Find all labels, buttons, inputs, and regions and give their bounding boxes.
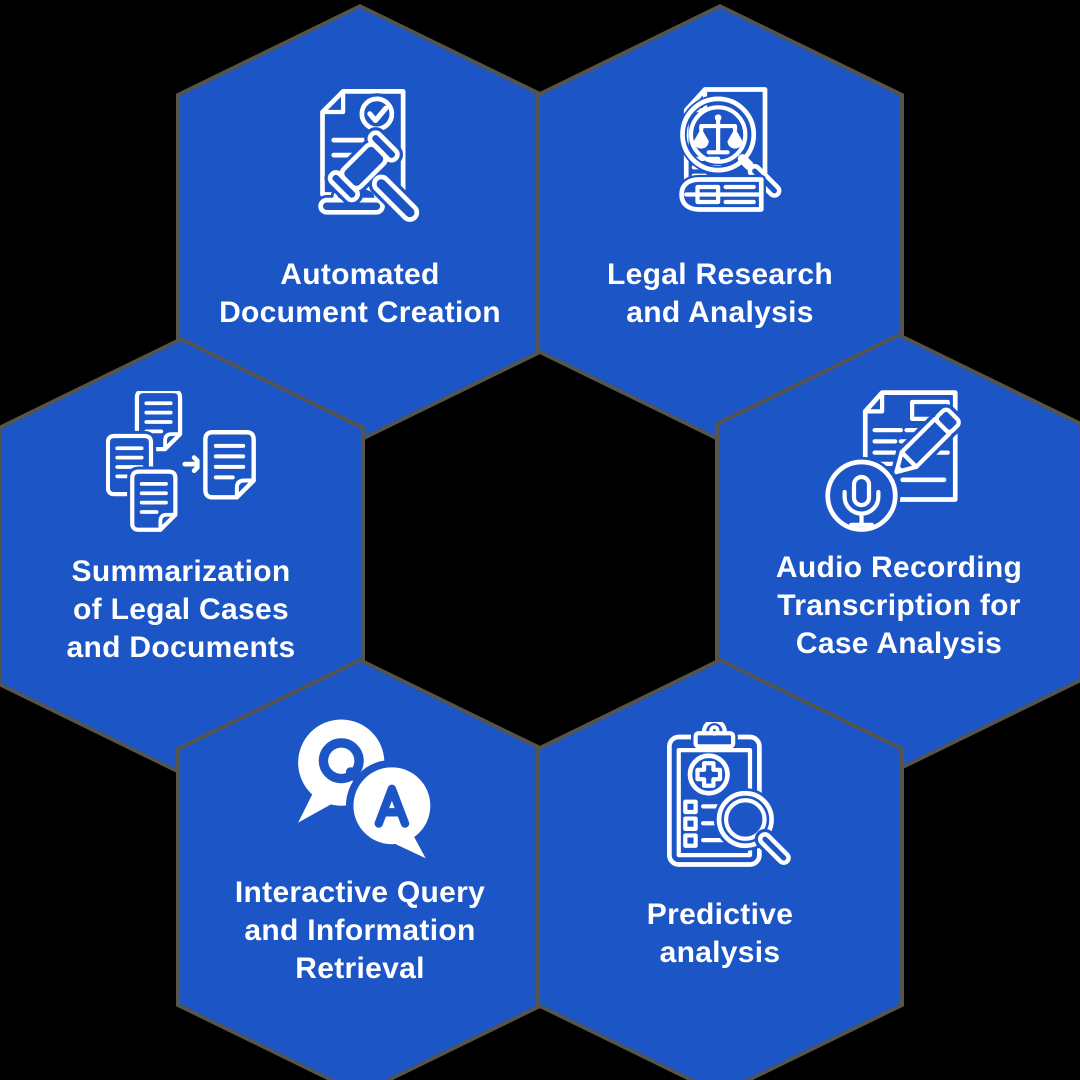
clipboard-checklist-magnifier-icon bbox=[645, 719, 795, 872]
hexagon-label: Automated Document Creation bbox=[219, 258, 501, 329]
magnifier-scales-book-icon bbox=[645, 82, 795, 232]
document-gavel-check-icon bbox=[285, 82, 435, 232]
documents-merge-arrow-icon bbox=[106, 391, 256, 541]
question-answer-bubbles-icon bbox=[285, 712, 438, 866]
microphone-transcript-pencil-icon bbox=[822, 387, 974, 537]
hexagon-label: Audio Recording Transcription for Case A… bbox=[775, 551, 1023, 660]
hexagon-label: Summarization of Legal Cases and Documen… bbox=[66, 555, 296, 664]
hexagon-label: Legal Research and Analysis bbox=[607, 258, 833, 329]
hexagon-interactive-query-and-information-retrieval: Interactive Query and Information Retrie… bbox=[176, 658, 544, 1080]
hexagon-predictive-analysis: Predictive analysis bbox=[536, 658, 904, 1080]
hexagon-label: Interactive Query and Information Retrie… bbox=[234, 876, 486, 985]
hexagon-audio-recording-transcription: Audio Recording Transcription for Case A… bbox=[715, 333, 1080, 771]
hexagon-label: Predictive analysis bbox=[646, 898, 794, 969]
hexagon-automated-document-creation: Automated Document Creation bbox=[176, 4, 544, 442]
